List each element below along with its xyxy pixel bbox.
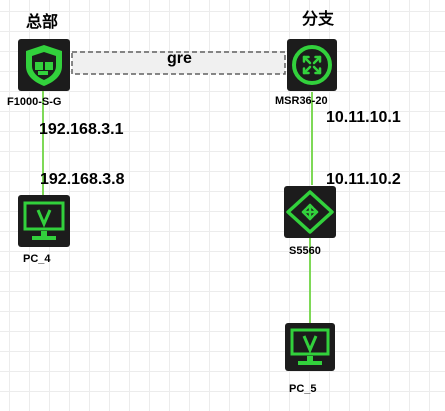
firewall-ip-label: 192.168.3.1: [39, 121, 124, 138]
switch-name-label: S5560: [289, 245, 321, 257]
router-name-label: MSR36-20: [275, 95, 328, 107]
switch-arrows-icon: [284, 190, 336, 234]
shield-icon: [26, 45, 62, 86]
gre-tunnel-box[interactable]: [71, 51, 286, 75]
pc4-device[interactable]: [18, 195, 70, 247]
router-ip-label: 10.11.10.1: [326, 109, 401, 126]
hq-site-label: 总部: [26, 12, 59, 31]
switch-ip-label: 10.11.10.2: [326, 171, 401, 188]
gre-tunnel-label: gre: [167, 50, 192, 67]
router-device[interactable]: [287, 39, 337, 91]
firewall-name-label: F1000-S-G: [7, 96, 62, 108]
switch-device[interactable]: [284, 186, 336, 238]
pc4-name-label: PC_4: [23, 253, 51, 265]
pc5-device[interactable]: [285, 323, 335, 371]
router-arrows-icon: [292, 45, 332, 85]
firewall-device[interactable]: [18, 39, 70, 91]
monitor-icon: [23, 201, 65, 240]
monitor-icon: [290, 328, 330, 365]
branch-site-label: 分支: [302, 9, 335, 28]
pc5-name-label: PC_5: [289, 383, 317, 395]
pc4-ip-label: 192.168.3.8: [40, 171, 125, 188]
